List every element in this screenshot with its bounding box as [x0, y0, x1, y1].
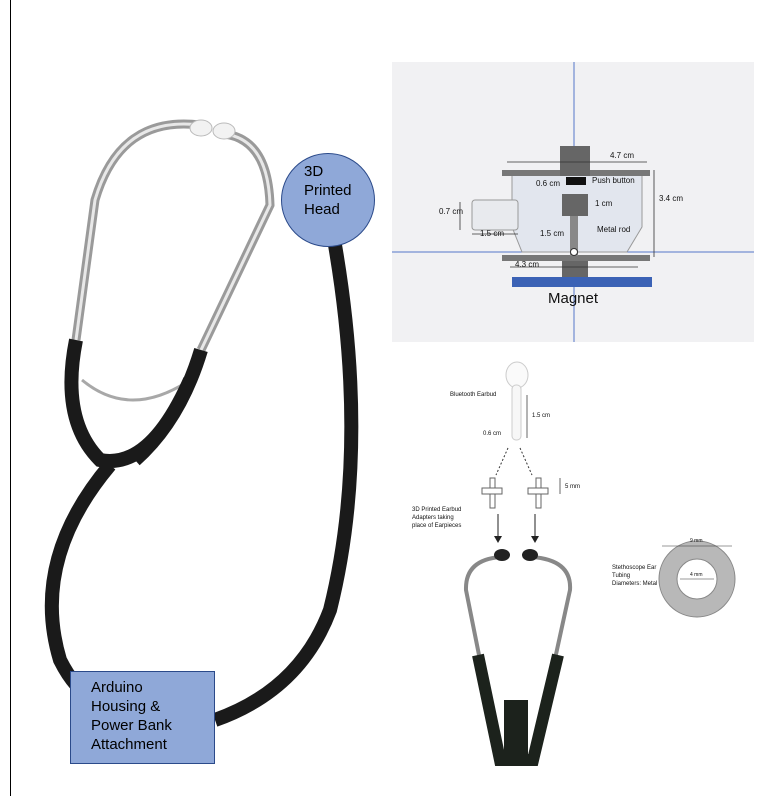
magnet-label: Magnet — [548, 290, 598, 307]
rod-length-label: 1.5 cm — [540, 229, 564, 238]
callout-line: Arduino — [91, 678, 214, 697]
main-tube-to-head — [215, 245, 351, 720]
side-port — [472, 200, 518, 230]
stem-length-label: 1.5 cm — [532, 413, 550, 419]
port-length-label: 1.5 cm — [480, 229, 504, 238]
width-top-label: 4.7 cm — [610, 151, 634, 160]
callout-line: 3D — [304, 162, 374, 181]
metal-rod-label: Metal rod — [597, 225, 630, 234]
tubing-caption: Stethoscope Ear Tubing Diameters: Metal — [612, 564, 657, 588]
left-ear-tip — [190, 120, 212, 136]
main-tube-lower — [52, 465, 110, 700]
tubing-caption-line: Tubing — [612, 572, 657, 580]
adapter-caption-line: place of Earpieces — [412, 522, 461, 530]
push-button — [566, 177, 586, 185]
tubing-caption-line: Stethoscope Ear — [612, 564, 657, 572]
adapter-caption-line: Adapters taking — [412, 514, 461, 522]
arduino-housing-callout: Arduino Housing & Power Bank Attachment — [70, 671, 215, 764]
inner-diameter-label: 4 mm — [690, 572, 703, 578]
left-binaural-tube — [76, 124, 200, 340]
height-total-label: 3.4 cm — [659, 194, 683, 203]
earbud-title: Bluetooth Earbud — [450, 392, 496, 398]
inner-height-label: 1 cm — [595, 199, 612, 208]
callout-line: Head — [304, 200, 374, 219]
printed-head-callout: 3D Printed Head — [281, 153, 375, 247]
right-ear-tip — [213, 123, 235, 139]
callout-line: Housing & — [91, 697, 214, 716]
callout-line: Attachment — [91, 735, 214, 754]
adapter-caption-line: 3D Printed Earbud — [412, 506, 461, 514]
base-width-label: 4.3 cm — [515, 260, 539, 269]
outer-diameter-label: 9 mm — [690, 538, 703, 544]
cad-cross-section-panel: 4.7 cm Push button 0.6 cm 3.4 cm 0.7 cm … — [392, 62, 754, 342]
adapter-caption: 3D Printed Earbud Adapters taking place … — [412, 506, 461, 530]
callout-line: Power Bank — [91, 716, 214, 735]
magnet-bar — [512, 277, 652, 287]
port-height-label: 0.7 cm — [439, 207, 463, 216]
push-button-label: Push button — [592, 176, 635, 185]
binaural-spring — [82, 380, 190, 400]
y-tube-right — [135, 350, 201, 460]
adapter-height-label: 5 mm — [565, 484, 580, 490]
callout-line: Printed — [304, 181, 374, 200]
gap-label: 0.6 cm — [536, 179, 560, 188]
top-button-block — [560, 146, 590, 176]
pivot-circle — [571, 249, 578, 256]
right-binaural-tube — [201, 134, 270, 350]
tubing-caption-line: Diameters: Metal — [612, 580, 657, 588]
middle-block — [562, 194, 588, 216]
stem-width-label: 0.6 cm — [483, 431, 501, 437]
